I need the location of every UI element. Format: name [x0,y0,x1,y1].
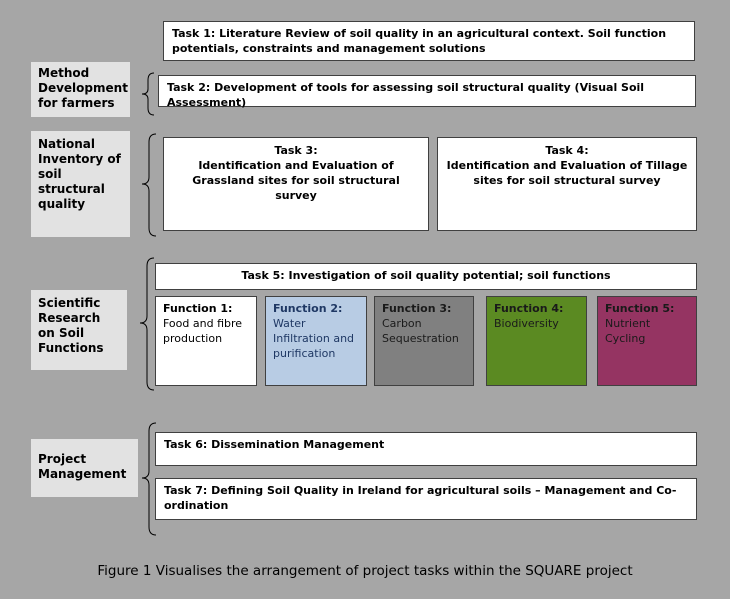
function-3-box: Function 3: Carbon Sequestration [374,296,474,386]
task-5-label: Task 5: Investigation of soil quality po… [241,269,611,282]
task-2-label: Task 2: Development of tools for assessi… [167,81,645,109]
function-5-box: Function 5: Nutrient Cycling [597,296,697,386]
function-3-body: Carbon Sequestration [382,317,459,345]
task-5-box: Task 5: Investigation of soil quality po… [155,263,697,290]
function-5-body: Nutrient Cycling [605,317,651,345]
function-4-title: Function 4: [494,302,564,315]
figure-caption: Figure 1 Visualises the arrangement of p… [97,563,633,579]
group-label-research: Scientific Research on Soil Functions [31,290,127,370]
function-1-body: Food and fibre production [163,317,243,345]
brace-research [139,257,155,391]
group-label-method: Method Development for farmers [31,62,130,117]
task-1-label: Task 1: Literature Review of soil qualit… [172,27,667,55]
task-6-label: Task 6: Dissemination Management [164,438,385,451]
function-4-box: Function 4: Biodiversity [486,296,587,386]
function-2-title: Function 2: [273,302,343,315]
function-2-body: Water Infiltration and purification [273,317,355,360]
brace-inventory [141,133,157,237]
function-4-body: Biodiversity [494,317,559,330]
task-3-title: Task 3: [274,144,318,157]
task-3-body: Identification and Evaluation of Grassla… [192,159,400,202]
function-2-box: Function 2: Water Infiltration and purif… [265,296,367,386]
task-2-box: Task 2: Development of tools for assessi… [158,75,696,109]
task-3-box: Task 3: Identification and Evaluation of… [163,137,429,231]
task-7-box: Task 7: Defining Soil Quality in Ireland… [155,478,697,520]
brace-management [141,422,157,536]
task-4-title: Task 4: [545,144,589,157]
function-1-title: Function 1: [163,302,233,315]
task-1-box: Task 1: Literature Review of soil qualit… [163,21,695,61]
task-7-label: Task 7: Defining Soil Quality in Ireland… [164,484,677,512]
function-3-title: Function 3: [382,302,452,315]
group-label-management: Project Management [31,439,138,497]
task-4-body: Identification and Evaluation of Tillage… [446,159,688,187]
function-1-box: Function 1: Food and fibre production [155,296,257,386]
task-6-box: Task 6: Dissemination Management [155,432,697,466]
brace-method [141,72,155,116]
group-label-inventory: National Inventory of soil structural qu… [31,131,130,237]
task-4-box: Task 4: Identification and Evaluation of… [437,137,697,231]
function-5-title: Function 5: [605,302,675,315]
